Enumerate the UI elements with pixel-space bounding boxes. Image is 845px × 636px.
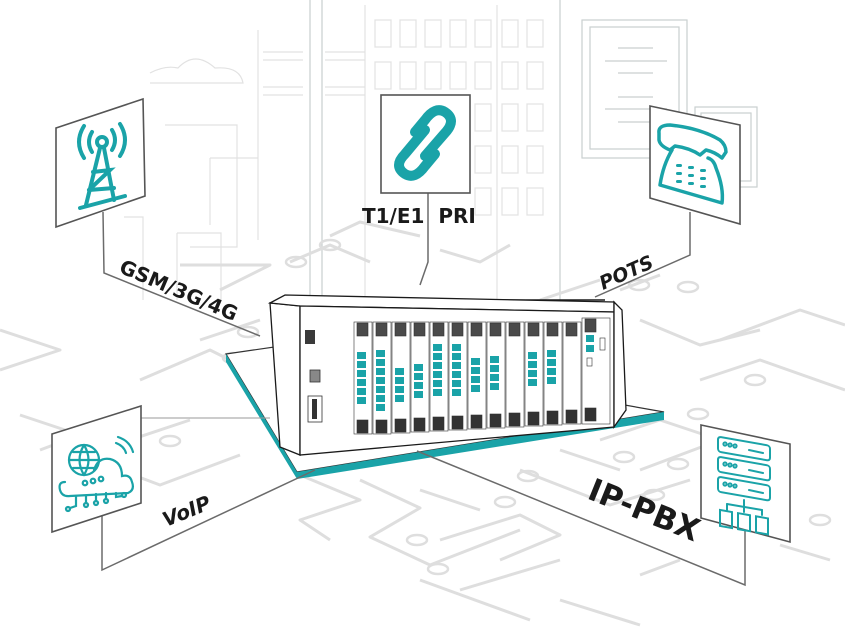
cloud-outline <box>149 58 244 84</box>
t1e1-panel <box>380 94 471 194</box>
cloud-network-icon <box>58 435 135 513</box>
telephone-icon <box>657 123 728 205</box>
gateway-chassis <box>267 294 627 456</box>
gsm-connector <box>102 211 261 337</box>
pots-connector <box>594 212 691 298</box>
pots-panel <box>649 105 741 226</box>
slot <box>467 321 487 430</box>
connector-lines <box>101 193 746 587</box>
serial-port <box>599 337 606 351</box>
server-rack-icon <box>717 436 771 536</box>
slot <box>581 317 611 425</box>
ippbx-label: IP-PBX <box>583 472 705 549</box>
rj45-ports <box>357 335 594 411</box>
cell-tower-icon <box>77 122 127 210</box>
t1e1-connector <box>419 193 429 286</box>
voip-panel <box>51 404 142 534</box>
building-windows <box>374 19 544 216</box>
slot <box>505 321 525 428</box>
gsm-panel <box>55 97 146 229</box>
t1e1-label: T1/E1 PRI <box>362 204 476 228</box>
slot <box>562 321 582 425</box>
ippbx-connector <box>416 450 746 587</box>
line-card-slots <box>353 317 611 435</box>
ippbx-panel <box>700 424 791 544</box>
voip-connector <box>101 469 316 572</box>
slot <box>353 321 373 435</box>
chain-link-icon <box>394 105 456 181</box>
voip-label: VoIP <box>159 491 215 532</box>
